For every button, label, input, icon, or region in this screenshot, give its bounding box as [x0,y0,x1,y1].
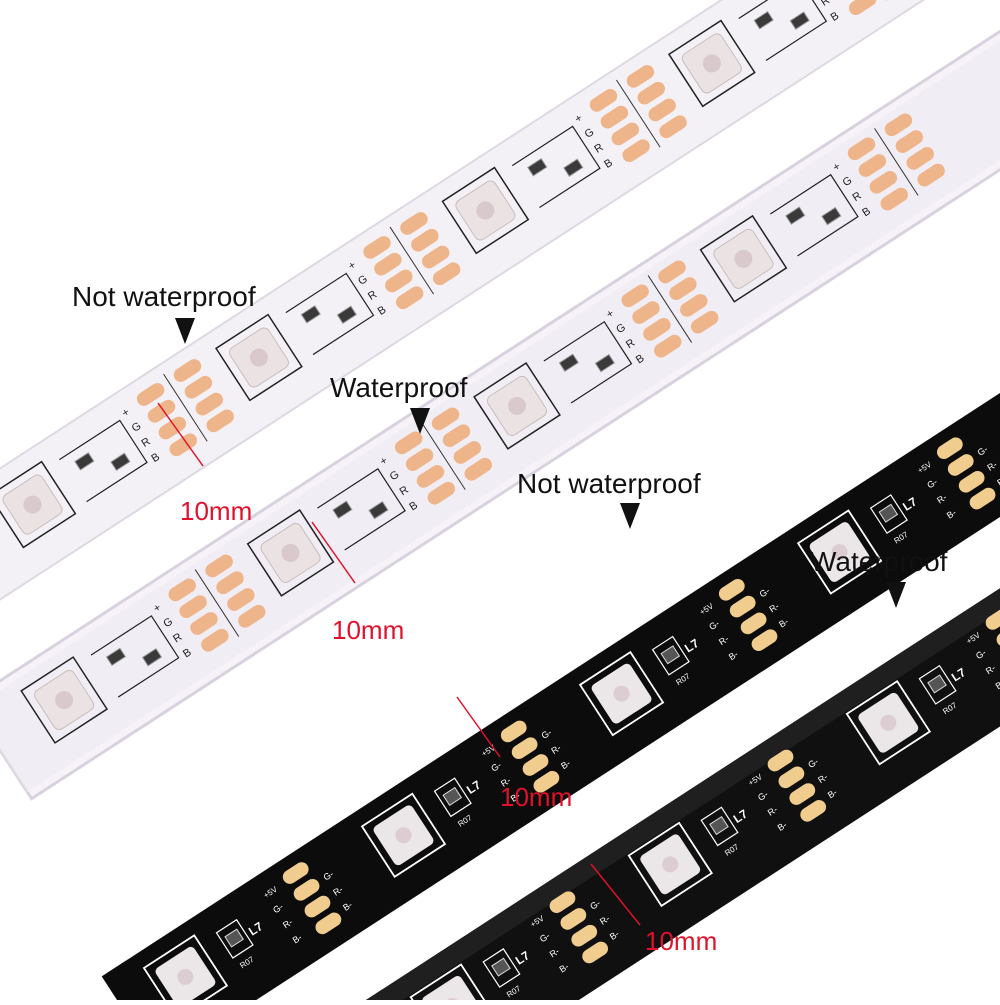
pointer-arrow-icon [886,582,906,608]
pointer-arrow-icon [410,408,430,434]
pointer-arrow-icon [620,503,640,529]
label-black-waterproof: Waterproof [810,546,948,577]
dimension-label: 10mm [332,615,405,645]
label-white-not-waterproof: Not waterproof [72,281,256,312]
measure-marker-1 [157,402,204,467]
measure-marker-3 [456,696,501,758]
dimension-label: 10mm [500,782,573,812]
strip-black-not-waterproof [101,377,1000,1005]
dimension-label: 10mm [645,926,718,956]
dimension-label: 10mm [180,496,253,526]
strip-white-not-waterproof [0,0,1000,608]
strip-white-waterproof [0,18,1000,801]
label-black-not-waterproof: Not waterproof [517,468,701,499]
measure-marker-4 [590,863,641,926]
measure-marker-2 [311,521,356,584]
pointer-arrow-icon [175,318,195,344]
strip-black-waterproof [348,521,1000,1005]
label-white-waterproof: Waterproof [330,372,468,403]
